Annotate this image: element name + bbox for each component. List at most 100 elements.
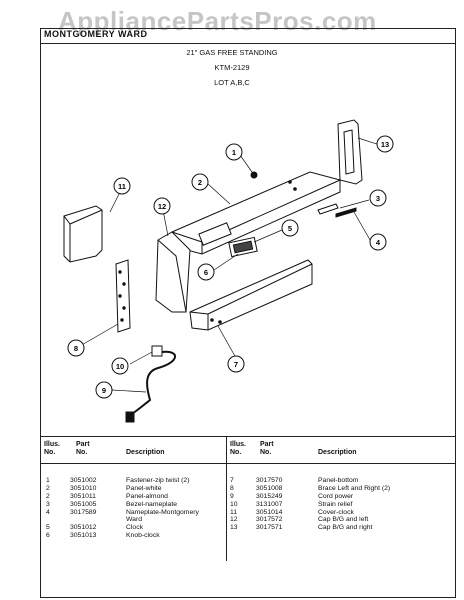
header-description-left: Description: [126, 449, 165, 456]
callout-5: 5: [281, 219, 299, 237]
callout-13: 13: [376, 135, 394, 153]
left-row-part: 3051013: [70, 532, 97, 540]
svg-text:13: 13: [381, 140, 389, 149]
left-row-description: Panel-almond: [126, 492, 168, 500]
right-row-description: Cord power: [318, 492, 354, 500]
right-row-illus: 8: [230, 484, 234, 492]
right-row-part: 3015249: [256, 492, 283, 500]
svg-text:11: 11: [118, 182, 126, 191]
svg-text:5: 5: [288, 224, 292, 233]
left-row-description: Knob-clock: [126, 532, 160, 540]
bottom-panel-part: [189, 259, 313, 331]
callout-8: 8: [67, 339, 85, 357]
left-row-illus: 1: [46, 477, 50, 484]
right-row-part: 3051014: [256, 508, 283, 516]
model-number: KTM-2129: [214, 63, 250, 72]
left-row-illus: 6: [46, 532, 50, 540]
callouts-layer: 1 2 3 4 5 6 7 8 9 10 11 12 13: [67, 135, 394, 399]
table-column-divider: [226, 437, 227, 561]
lot-label: LOT A,B,C: [214, 78, 250, 87]
exploded-diagram: [63, 119, 384, 423]
left-row-description: Clock: [126, 524, 143, 532]
svg-text:3: 3: [376, 194, 380, 203]
svg-text:8: 8: [74, 344, 78, 353]
callout-7: 7: [227, 355, 245, 373]
callout-2: 2: [191, 173, 209, 191]
right-row-illus: 13: [230, 524, 238, 532]
svg-text:6: 6: [204, 268, 208, 277]
left-row-part: 3051012: [70, 524, 97, 532]
right-row-description: Cover-clock: [318, 508, 354, 516]
right-row-part: 3017572: [256, 516, 283, 524]
right-row-illus: 7: [230, 477, 234, 484]
brand-name: MONTGOMERY WARD: [44, 29, 148, 39]
right-row-description: Cap B/G and left: [318, 516, 369, 524]
svg-text:10: 10: [116, 362, 124, 371]
left-row-illus: 2: [46, 484, 50, 492]
left-row-illus: 4: [46, 508, 50, 516]
left-row-part: 3051002: [70, 477, 97, 484]
right-row-illus: 9: [230, 492, 234, 500]
right-row-description: Cap B/G and right: [318, 524, 373, 532]
svg-text:7: 7: [234, 360, 238, 369]
header-part-right: Part No.: [260, 441, 274, 456]
header-description-right: Description: [318, 449, 357, 456]
left-row-part: 3051011: [70, 492, 96, 500]
left-row-description: Bezel-nameplate: [126, 500, 178, 508]
header-illus-right: Illus. No.: [230, 441, 246, 456]
svg-text:1: 1: [232, 148, 236, 157]
left-row-part: [70, 516, 96, 524]
right-row-illus: 10: [230, 500, 238, 508]
left-row-description: Panel-white: [126, 484, 162, 492]
left-row-part: 3051010: [70, 484, 97, 492]
callout-3: 3: [369, 189, 387, 207]
cover-clock-part: [63, 205, 103, 263]
model-title: 21" GAS FREE STANDING: [186, 48, 278, 57]
right-row-illus: 11: [230, 508, 238, 516]
callout-4: 4: [369, 233, 387, 251]
right-row-part: 3051008: [256, 484, 283, 492]
header-part-left: Part No.: [76, 441, 90, 456]
right-row-part: 3131007: [256, 500, 283, 508]
left-row-description: Nameplate-Montgomery: [126, 508, 199, 516]
panel-window: [198, 222, 232, 246]
callout-10: 10: [111, 357, 129, 375]
page-frame: [40, 28, 456, 598]
right-row-description: Strain relief: [318, 500, 353, 508]
header-illus-left: Illus. No.: [44, 441, 60, 456]
left-row-illus: [46, 516, 50, 524]
nameplate-part: [335, 207, 357, 218]
svg-text:12: 12: [158, 202, 166, 211]
left-row-description: Fastener-zip twist (2): [126, 477, 190, 484]
right-row-illus: 12: [230, 516, 238, 524]
power-cord-part: [131, 350, 176, 415]
callout-6: 6: [197, 263, 215, 281]
parts-table: Illus. No. Part No. Description Illus. N…: [40, 436, 456, 597]
svg-text:2: 2: [198, 178, 202, 187]
left-row-illus: 2: [46, 492, 50, 500]
callout-12: 12: [153, 197, 171, 215]
callout-11: 11: [113, 177, 131, 195]
right-row-description: Panel-bottom: [318, 477, 359, 484]
watermark: AppliancePartsPros.com: [58, 6, 377, 36]
left-row-illus: 5: [46, 524, 50, 532]
bezel-part: [317, 203, 339, 215]
left-row-part: 3017589: [70, 508, 97, 516]
callout-9: 9: [95, 381, 113, 399]
right-row-description: Brace Left and Right (2): [318, 484, 391, 492]
svg-text:4: 4: [376, 238, 381, 247]
fastener-part: [250, 171, 258, 179]
left-row-description: Ward: [126, 516, 142, 524]
callout-1: 1: [225, 143, 243, 161]
brace-part: [115, 259, 131, 333]
left-row-illus: 3: [46, 500, 50, 508]
left-row-part: 3051005: [70, 500, 97, 508]
table-header-rule: [40, 463, 456, 464]
